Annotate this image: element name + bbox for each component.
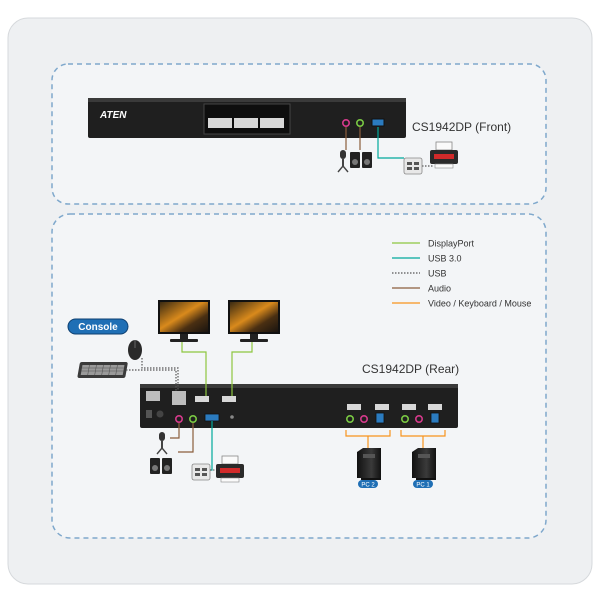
rear-region — [52, 214, 546, 538]
usb-hub-icon — [192, 464, 210, 480]
pc1-badge: PC 1 — [413, 480, 433, 489]
rear-pc1-dp-2 — [428, 404, 442, 410]
rear-ground — [230, 415, 234, 419]
front-usb-port — [372, 119, 384, 126]
pc2-badge: PC 2 — [358, 480, 378, 489]
console-badge: Console — [68, 319, 128, 334]
legend-label: USB 3.0 — [428, 254, 462, 264]
rear-console-dp-out-2 — [222, 396, 236, 402]
mouse-icon — [128, 340, 142, 360]
usb-hub-icon — [404, 158, 422, 174]
rear-power-jack — [157, 411, 164, 418]
rear-power-switch — [146, 410, 152, 418]
front-port-buttons — [208, 118, 284, 128]
brand-logo: ATEN — [99, 110, 127, 121]
rear-device — [140, 384, 458, 428]
rear-console-usb-ports — [172, 391, 186, 405]
rear-pc2-usb3 — [376, 413, 384, 423]
rear-lan-port — [146, 391, 160, 401]
pc1-label: PC 1 — [416, 483, 430, 489]
rear-pc1-dp-1 — [402, 404, 416, 410]
rear-pc1-usb3 — [431, 413, 439, 423]
rear-pc2-dp-2 — [375, 404, 389, 410]
legend-label: Video / Keyboard / Mouse — [428, 299, 531, 309]
legend-label: USB — [428, 269, 447, 279]
front-title: CS1942DP (Front) — [412, 120, 511, 134]
front-device: ATEN — [88, 98, 406, 138]
pc-tower-icon — [412, 448, 436, 480]
pc2-label: PC 2 — [361, 483, 375, 489]
console-label: Console — [78, 322, 118, 333]
legend-label: Audio — [428, 284, 451, 294]
rear-title: CS1942DP (Rear) — [362, 362, 459, 376]
rear-console-dp-out-1 — [195, 396, 209, 402]
rear-usb3-hub-port — [205, 414, 219, 421]
pc-tower-icon — [357, 448, 381, 480]
legend-label: DisplayPort — [428, 239, 475, 249]
rear-pc2-dp-1 — [347, 404, 361, 410]
keyboard-icon — [77, 362, 128, 378]
